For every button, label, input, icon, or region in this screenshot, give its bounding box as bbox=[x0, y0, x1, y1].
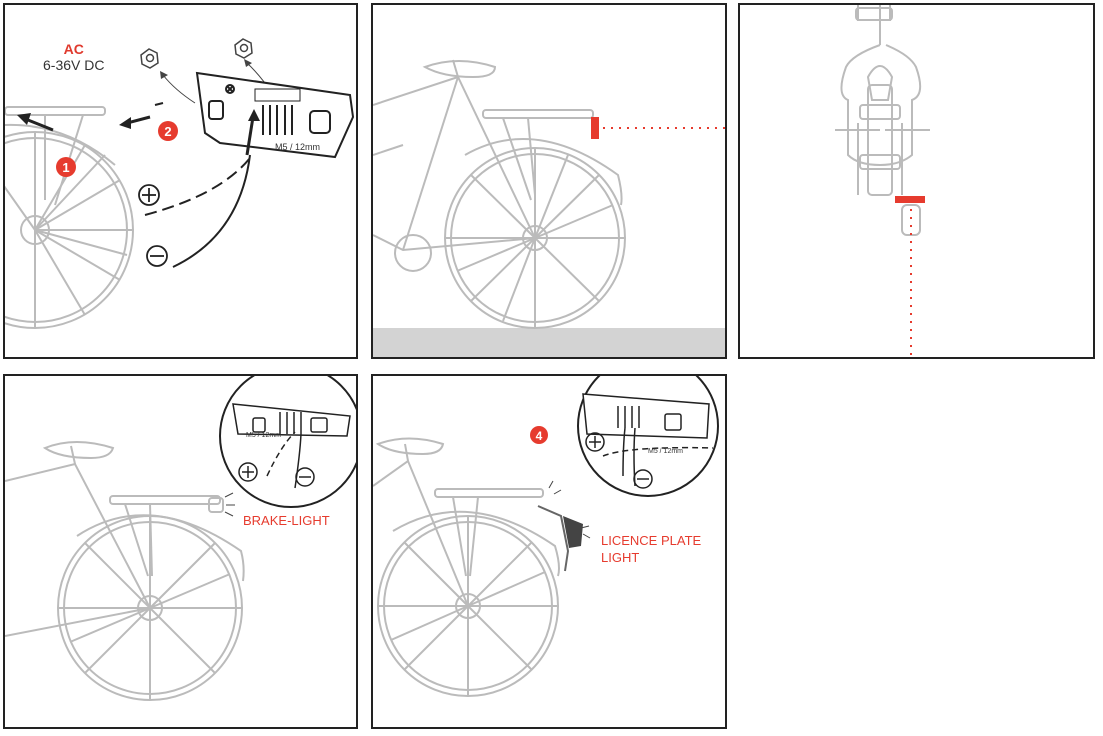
light-rays bbox=[548, 480, 591, 539]
rear-view-illustration bbox=[835, 5, 930, 357]
plus-terminal-icon bbox=[238, 462, 258, 482]
licence-plate-light-label-line2: LIGHT bbox=[601, 550, 640, 565]
licence-plate bbox=[563, 516, 583, 548]
bolt-size-label: M5 / 12mm bbox=[275, 142, 321, 152]
detail-zoom-circle bbox=[219, 376, 356, 508]
rear-wheel bbox=[5, 131, 134, 329]
voltage-label: AC 6-36V DC bbox=[43, 41, 104, 73]
licence-plate-light-label-line1: LICENCE PLATE bbox=[601, 533, 702, 548]
bolt-size-label: M5 / 12mm bbox=[648, 448, 684, 455]
step-2-marker: 2 bbox=[158, 121, 178, 141]
minus-terminal-icon bbox=[146, 245, 168, 267]
bicycle-side bbox=[5, 441, 245, 701]
mounting-illustration: 1 2 bbox=[5, 38, 355, 329]
licence-plate-light-label: LICENCE PLATE LIGHT bbox=[601, 532, 701, 566]
side-view-illustration bbox=[373, 59, 725, 357]
step-panel-brake-light: M5 / 12mm BRAKE-LIGHT bbox=[3, 374, 358, 729]
bicycle-side bbox=[373, 59, 626, 329]
minus-wire bbox=[172, 154, 251, 268]
svg-text:1: 1 bbox=[62, 160, 69, 175]
brake-light-label: BRAKE-LIGHT bbox=[243, 513, 330, 528]
svg-text:4: 4 bbox=[536, 429, 543, 443]
brake-light-illustration bbox=[5, 376, 356, 701]
step-panel-mounting: 1 2 bbox=[3, 3, 358, 359]
rear-light bbox=[591, 117, 599, 139]
luggage-rack bbox=[5, 106, 116, 206]
plus-terminal-icon bbox=[138, 184, 160, 206]
plus-terminal-icon bbox=[585, 432, 605, 452]
nut-icon bbox=[140, 48, 159, 69]
rear-light bbox=[895, 196, 925, 203]
insert-arrow bbox=[245, 116, 255, 156]
voltage-ac: AC bbox=[63, 41, 84, 57]
step-panel-licence-plate-light: 4 M5 / 12mm LICENCE PLATE LIGHT bbox=[371, 374, 727, 729]
minus-terminal-icon bbox=[633, 469, 653, 489]
nut-icon bbox=[234, 38, 253, 59]
licence-plate-illustration: 4 bbox=[373, 376, 719, 697]
plus-wire bbox=[144, 157, 251, 216]
light-unit bbox=[195, 71, 355, 159]
voltage-dc: 6-36V DC bbox=[43, 57, 105, 73]
light-rays bbox=[224, 492, 235, 517]
step-4-marker: 4 bbox=[530, 426, 548, 444]
step-1-marker: 1 bbox=[56, 157, 76, 177]
bicycle-side bbox=[373, 437, 570, 697]
minus-terminal-icon bbox=[295, 467, 315, 487]
step-panel-side-view bbox=[371, 3, 727, 359]
ground-floor bbox=[373, 328, 725, 357]
detail-zoom-circle bbox=[577, 376, 719, 497]
step-panel-rear-view bbox=[738, 3, 1095, 359]
bolt-size-label: M5 / 12mm bbox=[246, 432, 282, 439]
svg-text:2: 2 bbox=[164, 124, 171, 139]
